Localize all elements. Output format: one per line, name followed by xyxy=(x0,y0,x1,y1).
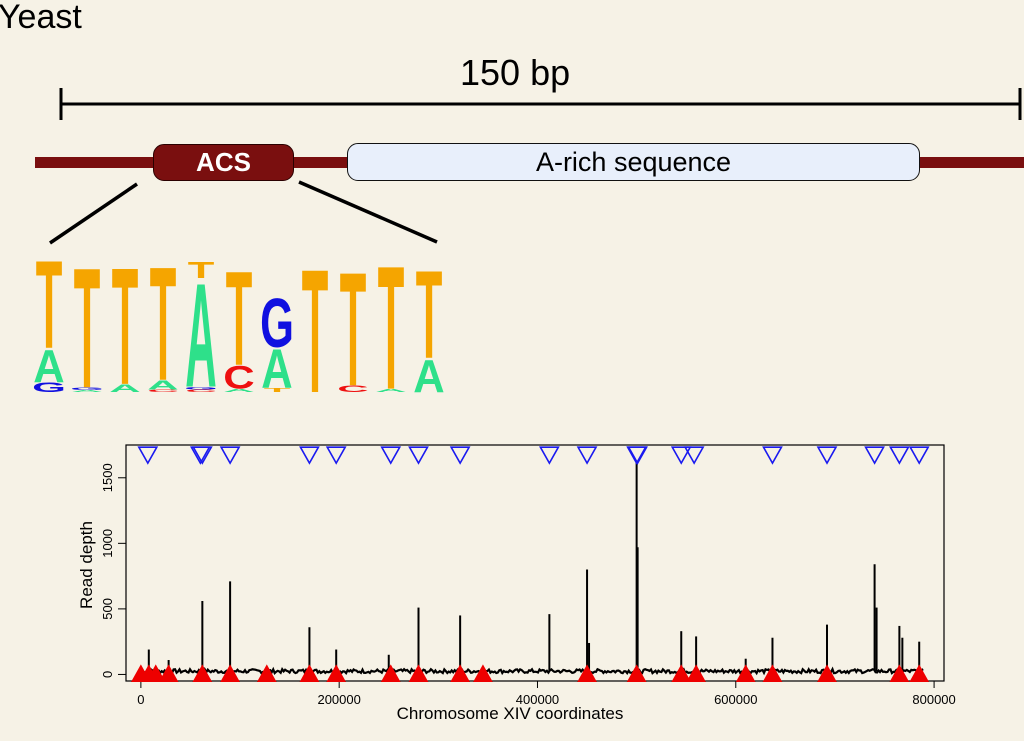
logo-letter-C: C xyxy=(223,360,254,396)
logo-letter-T: T xyxy=(112,240,139,410)
known-site-marker xyxy=(256,664,277,682)
predicted-site-marker xyxy=(539,446,560,465)
scale-bar-label: 150 bp xyxy=(460,52,571,93)
known-site-marker xyxy=(145,664,166,682)
logo-letter-T: T xyxy=(150,240,177,410)
predicted-site-marker xyxy=(219,446,241,465)
acs-element: ACS xyxy=(153,144,294,181)
logo-letter-A: A xyxy=(71,389,102,392)
a-rich-sequence-element: A-rich sequence xyxy=(347,143,920,181)
logo-letter-A: A xyxy=(109,382,141,395)
predicted-site-marker xyxy=(670,446,692,465)
logo-letter-T: T xyxy=(378,240,405,410)
y-tick-label: 0 xyxy=(100,671,115,678)
logo-letter-T: T xyxy=(188,257,215,283)
known-site-marker xyxy=(762,664,783,682)
known-site-marker xyxy=(817,664,837,682)
known-site-marker xyxy=(686,664,706,682)
known-site-marker xyxy=(380,664,401,682)
logo-letter-A: A xyxy=(375,388,406,393)
known-site-marker xyxy=(450,664,470,682)
x-axis-label: Chromosome XIV coordinates xyxy=(397,704,624,723)
logo-letter-T: T xyxy=(226,245,253,394)
logo-position-2: AGT xyxy=(70,240,104,410)
known-site-marker xyxy=(671,664,692,682)
predicted-site-marker xyxy=(137,446,159,465)
logo-position-8: T xyxy=(302,240,329,410)
logo-position-4: CAT xyxy=(147,240,178,410)
predicted-site-marker xyxy=(408,446,429,465)
predicted-site-marker xyxy=(325,446,347,465)
known-site-marker xyxy=(158,664,179,682)
known-site-marker xyxy=(577,664,597,682)
x-tick-label: 400000 xyxy=(516,692,559,707)
logo-letter-C: C xyxy=(337,384,368,394)
logo-letter-T: T xyxy=(74,240,101,410)
logo-position-10: AT xyxy=(375,240,406,410)
logo-letter-G: G xyxy=(70,387,104,391)
logo-letter-A: A xyxy=(147,378,178,393)
x-tick-label: 0 xyxy=(137,692,144,707)
known-site-marker xyxy=(889,664,910,682)
logo-position-6: ACT xyxy=(223,245,254,396)
y-tick-label: 500 xyxy=(100,598,115,620)
predicted-site-marker xyxy=(889,446,910,465)
known-site-marker xyxy=(909,664,930,682)
logo-letter-G: G xyxy=(32,380,66,396)
predicted-site-marker xyxy=(908,446,930,465)
known-site-marker xyxy=(408,664,429,682)
predicted-site-marker xyxy=(683,446,705,465)
known-site-marker xyxy=(299,664,320,682)
predicted-site-marker xyxy=(380,446,402,465)
logo-position-7: TAG xyxy=(260,285,294,400)
logo-letter-A: A xyxy=(185,254,216,410)
known-site-marker xyxy=(735,664,756,682)
logo-letter-T: T xyxy=(416,244,443,384)
y-axis-label: Read depth xyxy=(77,521,96,609)
predicted-site-marker xyxy=(299,446,320,465)
logo-letter-A: A xyxy=(223,388,254,393)
logo-letter-T: T xyxy=(340,240,367,410)
x-tick-label: 200000 xyxy=(317,692,360,707)
known-site-marker xyxy=(192,664,213,682)
x-tick-label: 600000 xyxy=(714,692,757,707)
x-tick-label: 800000 xyxy=(912,692,955,707)
logo-position-1: GAT xyxy=(32,240,66,395)
predicted-site-marker xyxy=(449,446,471,465)
zoom-line-left xyxy=(49,182,138,245)
logo-letter-T: T xyxy=(302,240,329,410)
logo-letter-C: C xyxy=(185,389,216,393)
logo-letter-A: A xyxy=(261,338,292,400)
logo-letter-T: T xyxy=(36,240,63,375)
logo-letter-G: G xyxy=(260,285,294,363)
known-site-marker xyxy=(473,664,493,682)
y-tick-label: 1000 xyxy=(100,529,115,558)
logo-letter-A: A xyxy=(413,350,444,403)
predicted-site-marker xyxy=(864,446,885,465)
logo-position-9: CT xyxy=(337,240,368,410)
logo-letter-A: A xyxy=(33,340,64,393)
known-site-marker xyxy=(326,664,347,682)
logo-letter-C: C xyxy=(147,389,178,393)
logo-letter-G: G xyxy=(184,386,218,390)
predicted-site-marker xyxy=(191,446,213,465)
plot-frame xyxy=(125,444,945,682)
predicted-site-marker xyxy=(576,446,598,465)
known-site-marker xyxy=(220,664,240,682)
logo-letter-T: T xyxy=(264,387,291,393)
predicted-site-marker xyxy=(627,446,648,465)
logo-position-11: AT xyxy=(413,244,444,402)
predicted-site-marker xyxy=(762,446,783,465)
y-tick-label: 1500 xyxy=(100,463,115,492)
figure-title: Yeast xyxy=(0,0,82,36)
known-site-marker xyxy=(626,664,647,682)
zoom-line-right xyxy=(298,180,438,244)
predicted-site-marker xyxy=(816,446,838,465)
read-depth-chart: 0 500 1000 1500 0 200000 400000 600000 800000Chr… xyxy=(77,444,956,723)
read-depth-baseline xyxy=(140,666,924,676)
logo-position-3: AT xyxy=(109,240,141,410)
